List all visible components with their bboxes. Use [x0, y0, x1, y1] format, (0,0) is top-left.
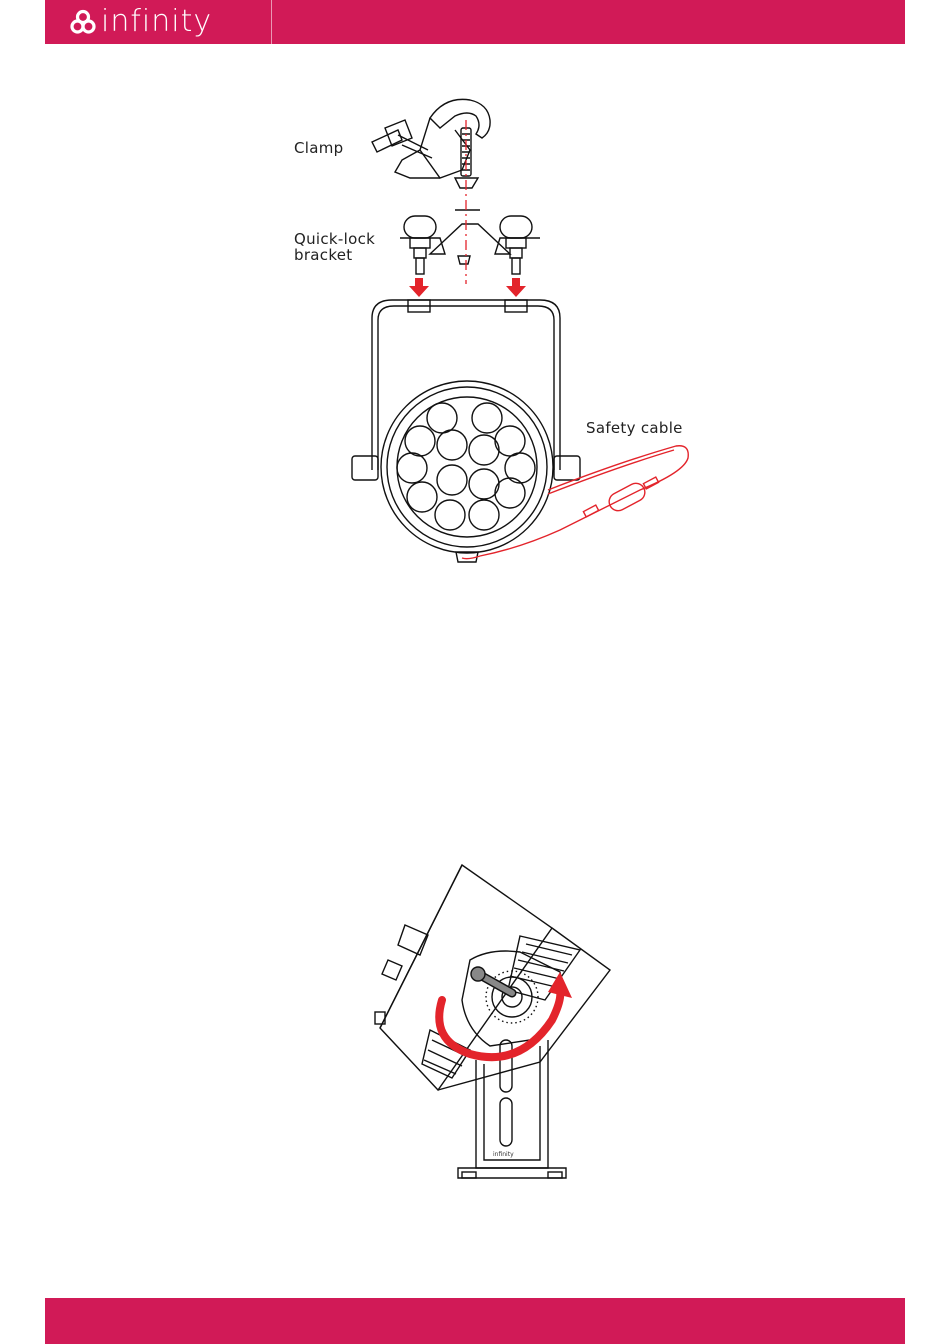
page-footer: [45, 1298, 905, 1344]
stand-brand-text: infinity: [493, 1151, 514, 1158]
locking-handle-drawing: [471, 967, 512, 993]
